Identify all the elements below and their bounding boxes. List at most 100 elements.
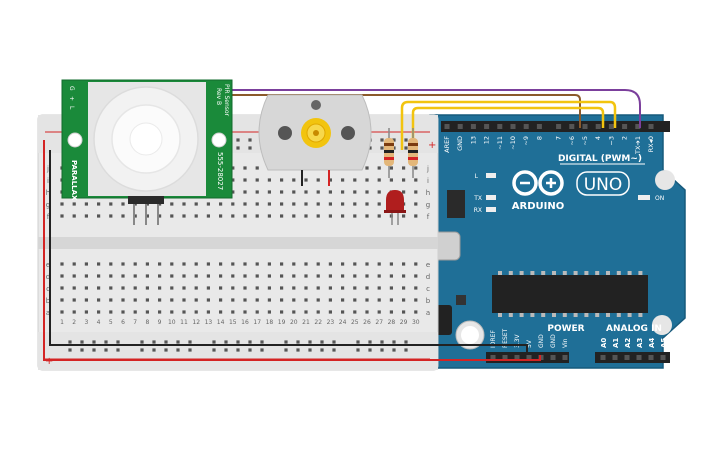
breadboard-hole[interactable] — [133, 214, 137, 218]
wire-black-gnd[interactable] — [49, 150, 528, 355]
breadboard-hole[interactable] — [389, 274, 393, 278]
breadboard-hole[interactable] — [341, 214, 345, 218]
breadboard-hole[interactable] — [194, 202, 198, 206]
breadboard-hole[interactable] — [182, 310, 186, 314]
breadboard-hole[interactable] — [377, 298, 381, 302]
breadboard-hole[interactable] — [255, 178, 259, 182]
breadboard-hole[interactable] — [267, 190, 271, 194]
wire-brown[interactable] — [160, 94, 581, 128]
breadboard-hole[interactable] — [206, 298, 210, 302]
breadboard-hole[interactable] — [414, 202, 418, 206]
rail-hole[interactable] — [116, 348, 120, 352]
breadboard-hole[interactable] — [219, 214, 223, 218]
digital-pin[interactable] — [595, 124, 601, 129]
breadboard-hole[interactable] — [292, 190, 296, 194]
breadboard-hole[interactable] — [133, 298, 137, 302]
wire-purple[interactable] — [150, 89, 641, 128]
breadboard-hole[interactable] — [267, 286, 271, 290]
rail-hole[interactable] — [224, 340, 228, 344]
breadboard-hole[interactable] — [353, 310, 357, 314]
power-pin[interactable] — [526, 355, 532, 360]
digital-pin[interactable] — [444, 124, 450, 129]
rail-hole[interactable] — [188, 340, 192, 344]
breadboard-hole[interactable] — [243, 166, 247, 170]
breadboard-hole[interactable] — [402, 286, 406, 290]
breadboard-hole[interactable] — [341, 202, 345, 206]
breadboard-hole[interactable] — [219, 202, 223, 206]
rail-hole[interactable] — [368, 348, 372, 352]
breadboard-hole[interactable] — [121, 310, 125, 314]
resistor-2[interactable] — [408, 128, 418, 178]
breadboard-hole[interactable] — [145, 214, 149, 218]
rail-hole[interactable] — [116, 340, 120, 344]
breadboard-hole[interactable] — [109, 214, 113, 218]
rail-hole[interactable] — [260, 340, 264, 344]
breadboard-hole[interactable] — [219, 262, 223, 266]
breadboard-hole[interactable] — [158, 310, 162, 314]
breadboard-hole[interactable] — [365, 298, 369, 302]
rail-hole[interactable] — [296, 348, 300, 352]
breadboard-hole[interactable] — [194, 274, 198, 278]
breadboard-hole[interactable] — [84, 214, 88, 218]
breadboard-hole[interactable] — [341, 286, 345, 290]
breadboard-hole[interactable] — [194, 310, 198, 314]
breadboard-hole[interactable] — [292, 178, 296, 182]
analog-pin[interactable] — [648, 355, 654, 360]
breadboard-hole[interactable] — [341, 298, 345, 302]
breadboard-hole[interactable] — [194, 286, 198, 290]
breadboard-hole[interactable] — [389, 178, 393, 182]
breadboard-hole[interactable] — [182, 214, 186, 218]
breadboard-hole[interactable] — [267, 298, 271, 302]
rail-hole[interactable] — [236, 340, 240, 344]
breadboard-hole[interactable] — [194, 262, 198, 266]
rail-hole[interactable] — [140, 340, 144, 344]
breadboard-hole[interactable] — [316, 274, 320, 278]
breadboard-hole[interactable] — [170, 214, 174, 218]
breadboard-hole[interactable] — [280, 190, 284, 194]
breadboard-hole[interactable] — [219, 286, 223, 290]
breadboard-hole[interactable] — [72, 274, 76, 278]
breadboard-hole[interactable] — [377, 202, 381, 206]
breadboard-hole[interactable] — [182, 286, 186, 290]
rail-hole[interactable] — [296, 340, 300, 344]
breadboard-hole[interactable] — [121, 202, 125, 206]
rail-hole[interactable] — [152, 340, 156, 344]
rail-hole[interactable] — [284, 340, 288, 344]
analog-pin[interactable] — [624, 355, 630, 360]
dc-motor[interactable] — [258, 94, 372, 186]
breadboard-hole[interactable] — [97, 214, 101, 218]
rail-hole[interactable] — [404, 146, 408, 150]
breadboard-hole[interactable] — [84, 310, 88, 314]
breadboard-hole[interactable] — [60, 310, 64, 314]
breadboard-hole[interactable] — [145, 310, 149, 314]
breadboard-hole[interactable] — [97, 274, 101, 278]
breadboard-hole[interactable] — [365, 178, 369, 182]
breadboard-hole[interactable] — [414, 310, 418, 314]
breadboard-hole[interactable] — [243, 262, 247, 266]
breadboard-hole[interactable] — [194, 214, 198, 218]
rail-hole[interactable] — [308, 340, 312, 344]
breadboard-hole[interactable] — [206, 274, 210, 278]
breadboard-hole[interactable] — [182, 274, 186, 278]
breadboard-hole[interactable] — [243, 178, 247, 182]
breadboard-hole[interactable] — [243, 310, 247, 314]
digital-header[interactable] — [441, 121, 670, 132]
power-pin[interactable] — [502, 355, 508, 360]
breadboard-hole[interactable] — [389, 310, 393, 314]
breadboard-hole[interactable] — [243, 298, 247, 302]
rail-hole[interactable] — [404, 348, 408, 352]
red-led[interactable] — [384, 190, 406, 225]
breadboard-hole[interactable] — [328, 178, 332, 182]
rail-hole[interactable] — [164, 348, 168, 352]
breadboard-hole[interactable] — [206, 202, 210, 206]
digital-pin[interactable] — [582, 124, 588, 129]
breadboard-hole[interactable] — [341, 190, 345, 194]
breadboard-hole[interactable] — [353, 262, 357, 266]
breadboard-hole[interactable] — [377, 214, 381, 218]
breadboard-hole[interactable] — [194, 298, 198, 302]
breadboard-hole[interactable] — [292, 298, 296, 302]
breadboard-hole[interactable] — [231, 286, 235, 290]
breadboard-hole[interactable] — [280, 214, 284, 218]
rail-hole[interactable] — [356, 348, 360, 352]
rail-hole[interactable] — [212, 348, 216, 352]
